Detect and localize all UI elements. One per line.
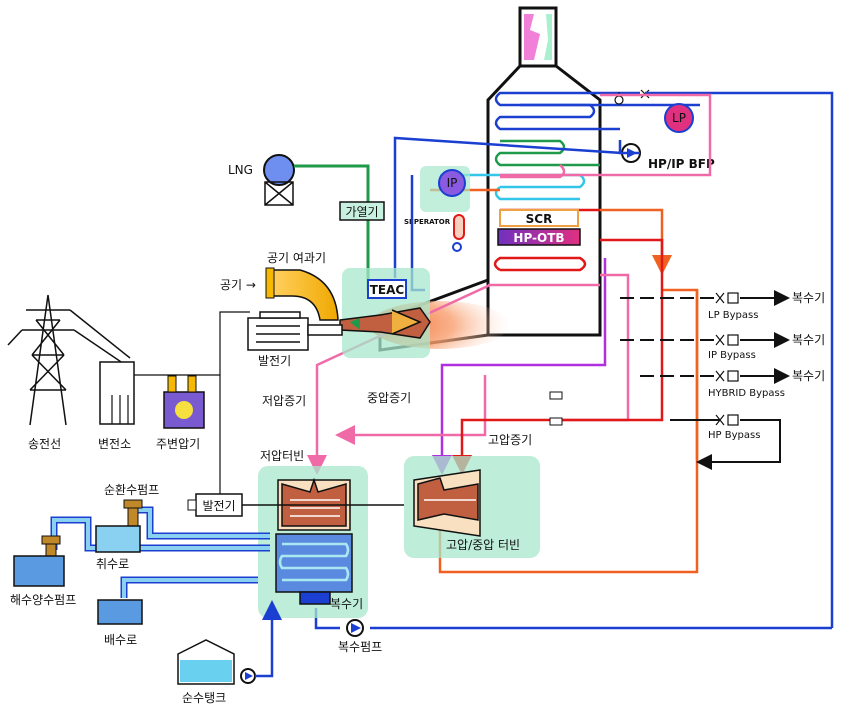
hp-steam-label: 고압증기: [488, 433, 532, 447]
condensate-pump-label: 복수펌프: [338, 640, 382, 654]
lp-turbine-icon: [275, 477, 353, 605]
bypass-lines: [620, 290, 790, 470]
ip-steam-label: 중압증기: [367, 391, 411, 405]
main-transformer-label: 주변압기: [156, 437, 200, 451]
lp-bypass-label: LP Bypass: [708, 310, 758, 321]
lng-label: LNG: [228, 163, 253, 177]
lp-drum-label: LP: [672, 111, 686, 125]
lp-steam-label: 저압증기: [262, 394, 306, 408]
sea-basin: [13, 555, 65, 587]
scr-label: SCR: [526, 212, 553, 226]
line-valve-2-icon: [549, 417, 563, 426]
lng-stand-icon: [264, 181, 294, 206]
lng-tank-icon: [263, 154, 295, 186]
to-condenser-3-label: 복수기: [792, 369, 825, 383]
pure-water-tank-label: 순수탱크: [182, 691, 226, 705]
condenser-label: 복수기: [330, 597, 363, 611]
seawater-pump-label: 해수양수펌프: [10, 593, 76, 607]
to-condenser-2-label: 복수기: [792, 333, 825, 347]
discharge-label: 배수로: [104, 633, 137, 647]
air-filter-label: 공기 여과기: [267, 251, 326, 265]
separator: [453, 214, 465, 240]
hybrid-bypass-label: HYBRID Bypass: [708, 388, 785, 399]
substation-label: 변전소: [98, 437, 131, 451]
intake-basin: [95, 525, 141, 553]
transmission-line-label: 송전선: [28, 437, 61, 451]
make-up-line: [255, 600, 282, 678]
separator-valve-icon: [452, 242, 462, 252]
hp-ip-bfp-label: HP/IP BFP: [648, 157, 715, 171]
ip-drum: [438, 169, 466, 197]
separator-label: SEPERATOR: [404, 218, 451, 226]
heater-label: 가열기: [345, 205, 378, 219]
line-valve-1-icon: [549, 391, 563, 400]
hp-bypass-label: HP Bypass: [708, 430, 760, 441]
generator-bottom-label: 발전기: [202, 499, 235, 513]
intake-label: 취수로: [96, 557, 129, 571]
hp-ip-turbine-label: 고압/중압 터빈: [446, 538, 520, 552]
teac-box: [367, 279, 407, 299]
ip-bypass-label: IP Bypass: [708, 350, 756, 361]
main-transformer-icon: [163, 375, 205, 429]
teac-label: TEAC: [370, 283, 405, 297]
lp-drum: [664, 103, 694, 133]
bypass-valves-icon: [715, 292, 739, 426]
generator-top-label: 발전기: [258, 354, 291, 368]
hp-otb-box: [497, 228, 581, 246]
heater-box: [339, 201, 385, 221]
scr-box: [499, 209, 579, 227]
ip-drum-label: IP: [447, 176, 458, 190]
lp-turbine-label: 저압터빈: [260, 449, 304, 463]
hp-otb-label: HP-OTB: [513, 231, 564, 245]
air-inlet-label: 공기 →: [220, 278, 256, 292]
air-filter-icon: [271, 269, 339, 321]
condensate-loop: [314, 91, 834, 630]
cooling-water-lines: [50, 506, 270, 598]
gas-turbine-rotor-icon: [339, 307, 431, 339]
hp-ip-turbine-icon: [413, 469, 481, 537]
to-condenser-1-label: 복수기: [792, 291, 825, 305]
discharge-basin: [97, 599, 143, 625]
circ-pump-label: 순환수펌프: [104, 483, 159, 497]
generator-top-icon: [247, 311, 343, 351]
transmission-tower-icon: [7, 294, 131, 426]
gas-line: [294, 164, 370, 290]
substation-icon: [99, 361, 135, 425]
